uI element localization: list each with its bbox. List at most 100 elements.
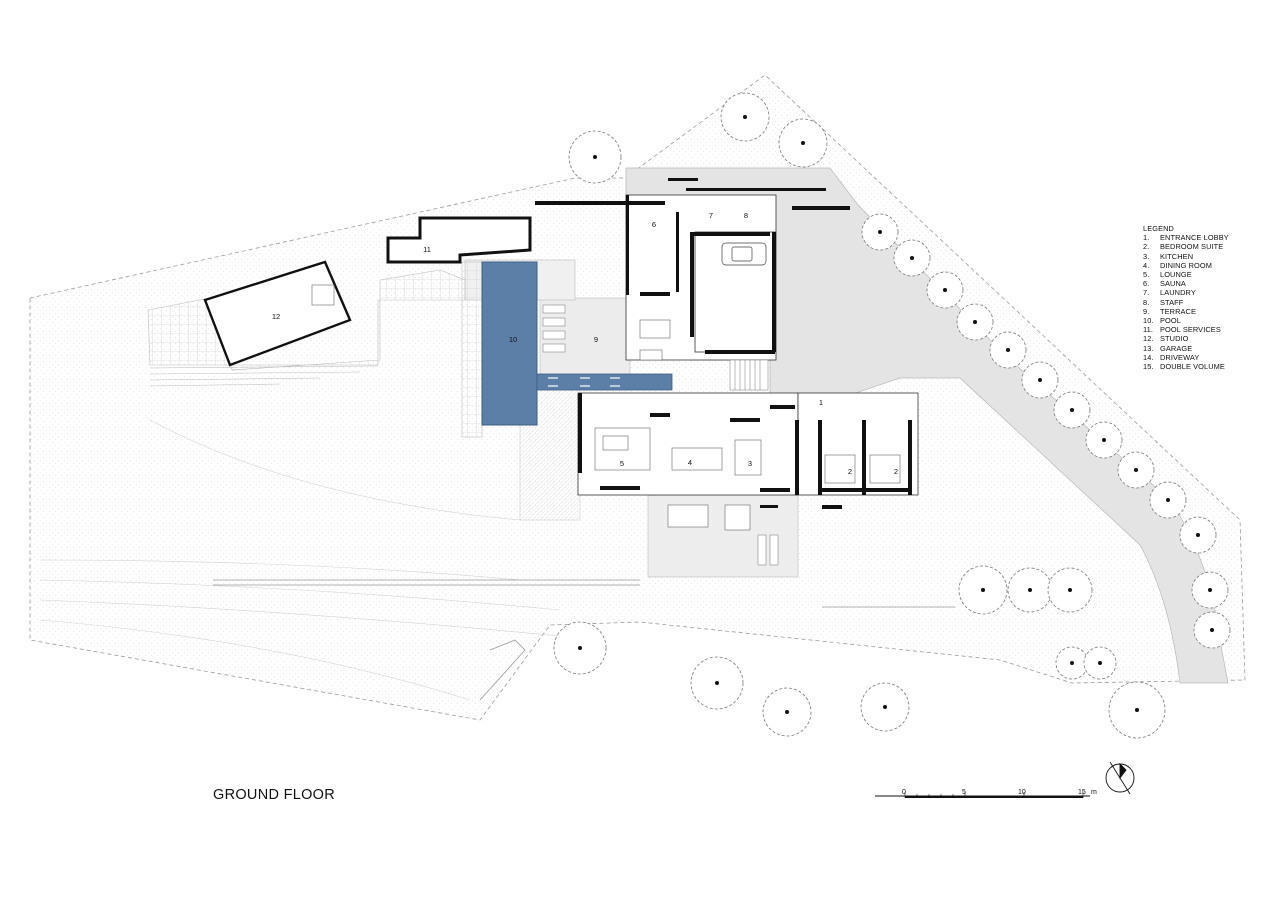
- legend-item: 7. LAUNDRY: [1143, 288, 1229, 297]
- legend-item-num: 1.: [1143, 233, 1150, 243]
- tree: [553, 621, 607, 675]
- tree: [1053, 391, 1091, 429]
- tree: [690, 656, 744, 710]
- tree: [568, 130, 622, 184]
- legend-item: 9. TERRACE: [1143, 307, 1229, 316]
- tree: [778, 118, 828, 168]
- legend-item: 10. POOL: [1143, 316, 1229, 325]
- legend-title: LEGEND: [1143, 224, 1174, 233]
- legend-item-label: LOUNGE: [1160, 270, 1192, 280]
- sunloungers: [542, 304, 779, 566]
- scale-tick-5: 5: [962, 789, 966, 796]
- tree: [861, 213, 899, 251]
- legend-item-label: ENTRANCE LOBBY: [1160, 233, 1229, 243]
- tree: [1179, 516, 1217, 554]
- room-tag-bedroom-b: 2: [894, 467, 898, 476]
- tree: [956, 303, 994, 341]
- legend-item: 12. STUDIO: [1143, 334, 1229, 343]
- tree: [1047, 567, 1093, 613]
- scale-tick-15: 15: [1078, 789, 1086, 796]
- stair: [729, 359, 769, 391]
- tree: [1055, 646, 1089, 680]
- legend-item-num: 7.: [1143, 288, 1150, 298]
- legend-item-num: 6.: [1143, 279, 1150, 289]
- room-numbers: 1 2 2 3 4 5 6 7 8 9 10 11 12: [272, 211, 898, 476]
- legend-item-num: 4.: [1143, 260, 1150, 270]
- tree: [720, 92, 770, 142]
- room-tag-dining: 4: [688, 458, 692, 467]
- tree: [1193, 611, 1231, 649]
- legend-item-label: STAFF: [1160, 297, 1184, 307]
- legend-item-label: DOUBLE VOLUME: [1160, 362, 1225, 372]
- room-tag-laundry: 7: [709, 211, 713, 220]
- tree: [1149, 481, 1187, 519]
- legend-item-label: GARAGE: [1160, 343, 1193, 353]
- legend-item-num: 15.: [1143, 362, 1154, 372]
- pool-services: [386, 216, 532, 264]
- drawing-title: GROUND FLOOR: [213, 787, 336, 803]
- tree: [1108, 681, 1166, 739]
- contour-lines: [39, 419, 601, 701]
- legend-item-label: POOL: [1160, 316, 1181, 326]
- studio-steps: [149, 365, 379, 387]
- tree: [893, 239, 931, 277]
- legend-item: 15. DOUBLE VOLUME: [1143, 362, 1229, 371]
- room-tag-kitchen: 3: [748, 459, 752, 468]
- room-tag-pool-services: 11: [423, 245, 431, 254]
- legend-item-num: 10.: [1143, 316, 1154, 326]
- room-tag-bedroom-a: 2: [848, 467, 852, 476]
- scale-tick-10: 10: [1018, 789, 1026, 796]
- trees: [553, 92, 1231, 739]
- tree: [1021, 361, 1059, 399]
- legend-item: 2. BEDROOM SUITE: [1143, 242, 1229, 251]
- legend-item: 14.DRIVEWAY: [1143, 353, 1229, 362]
- tree: [1117, 451, 1155, 489]
- room-tag-staff: 8: [744, 211, 748, 220]
- legend-item-num: 3.: [1143, 251, 1150, 261]
- legend-item: 8. STAFF: [1143, 298, 1229, 307]
- legend-item: 3. KITCHEN: [1143, 252, 1229, 261]
- room-tag-studio: 12: [272, 312, 280, 321]
- room-tag-terrace: 9: [594, 335, 598, 344]
- tree: [1007, 567, 1053, 613]
- legend-item: 5. LOUNGE: [1143, 270, 1229, 279]
- car: [721, 242, 767, 266]
- legend-item-num: 11.: [1143, 325, 1154, 335]
- legend-item: 11.POOL SERVICES: [1143, 325, 1229, 334]
- scale-bar: 0 5 10 15 m: [875, 789, 1097, 798]
- legend-item: 1. ENTRANCE LOBBY: [1143, 233, 1229, 242]
- tree: [860, 682, 910, 732]
- legend-item-num: 14.: [1143, 352, 1154, 362]
- legend-item-num: 9.: [1143, 306, 1150, 316]
- legend-item-label: STUDIO: [1160, 334, 1189, 344]
- walls: [535, 178, 912, 509]
- legend-item-label: DINING ROOM: [1160, 260, 1213, 270]
- room-tag-entrance: 1: [819, 398, 823, 407]
- room-tag-lounge: 5: [620, 459, 624, 468]
- tree: [762, 687, 812, 737]
- legend-item-label: TERRACE: [1160, 306, 1197, 316]
- room-tag-pool: 10: [509, 335, 517, 344]
- legend-item-num: 8.: [1143, 297, 1150, 307]
- room-tag-sauna: 6: [652, 220, 656, 229]
- pool-bridge: [536, 373, 673, 391]
- tree: [1083, 646, 1117, 680]
- furniture: [311, 284, 901, 531]
- scale-tick-0: 0: [902, 789, 906, 796]
- legend-item-label: SAUNA: [1160, 279, 1186, 289]
- legend-item-label: KITCHEN: [1160, 251, 1194, 261]
- legend-item-label: LAUNDRY: [1160, 288, 1196, 298]
- tree: [1085, 421, 1123, 459]
- tree: [958, 565, 1008, 615]
- pool: [481, 261, 538, 426]
- legend-item-num: 5.: [1143, 270, 1150, 280]
- pool-bridge-marks: [548, 377, 620, 387]
- legend-item-num: 2.: [1143, 242, 1150, 252]
- tree: [1191, 571, 1229, 609]
- legend: LEGEND 1.ENTRANCE LOBBY 2.BEDROOM SUITE …: [1143, 224, 1229, 371]
- legend-item-label: BEDROOM SUITE: [1160, 242, 1224, 252]
- legend-item-num: 12.: [1143, 334, 1154, 344]
- tree: [926, 271, 964, 309]
- scale-unit: m: [1091, 789, 1097, 796]
